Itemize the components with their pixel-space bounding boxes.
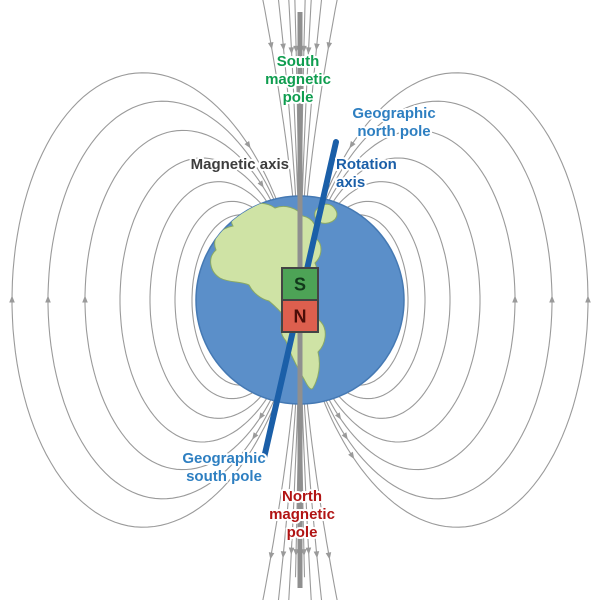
field-direction-arrow [325,552,332,560]
field-direction-arrow [280,43,286,51]
field-direction-arrow [244,141,251,149]
field-direction-arrow [250,160,258,168]
field-direction-arrow [336,180,343,188]
field-direction-arrow [342,160,350,168]
field-direction-arrow [268,552,275,560]
field-direction-arrow [334,412,342,420]
field-direction-arrow [267,41,274,50]
label-north-magnetic-pole: magnetic [269,506,335,523]
label-geographic-south-pole: south pole [186,468,262,485]
bar-magnet: S N [281,267,319,333]
field-direction-arrow [305,547,312,555]
field-direction-arrow [280,551,287,559]
field-direction-arrow [326,41,333,50]
label-rotation-axis: Rotation [336,156,397,173]
label-south-magnetic-pole: magnetic [265,71,331,88]
label-north-magnetic-pole: North [282,488,322,505]
field-direction-arrow [305,47,312,55]
label-north-magnetic-pole: pole [287,524,318,541]
labels-layer: South magnetic pole Geographic north pol… [180,51,437,543]
field-direction-arrow [252,432,259,440]
field-direction-arrow [313,551,320,559]
magnet-north-cell [281,299,319,333]
label-south-magnetic-pole: pole [283,89,314,106]
field-direction-arrow [82,295,88,303]
field-direction-arrow [257,180,264,188]
field-direction-arrow [341,432,348,440]
label-geographic-north-pole: north pole [357,123,430,140]
magnet-north-letter: N [294,307,307,327]
label-magnetic-axis: Magnetic axis [191,156,289,173]
label-south-magnetic-pole: South [277,53,320,70]
label-geographic-north-pole: Geographic [352,105,435,122]
field-direction-arrow [288,47,295,55]
field-direction-arrow [258,412,266,420]
field-direction-arrow [512,295,518,303]
field-direction-arrow [288,547,295,555]
label-rotation-axis: axis [336,174,365,191]
field-direction-arrow [549,295,555,303]
field-direction-arrow [293,45,299,53]
field-direction-arrow [349,141,356,149]
magnet-south-letter: S [294,275,306,295]
field-direction-arrow [314,43,320,51]
field-direction-arrow [301,45,307,53]
field-direction-arrow [9,295,15,303]
field-direction-arrow [585,295,591,303]
field-direction-arrow [45,295,51,303]
field-direction-arrow [348,451,355,460]
field-direction-arrow [245,451,252,460]
label-geographic-south-pole: Geographic [182,450,265,467]
